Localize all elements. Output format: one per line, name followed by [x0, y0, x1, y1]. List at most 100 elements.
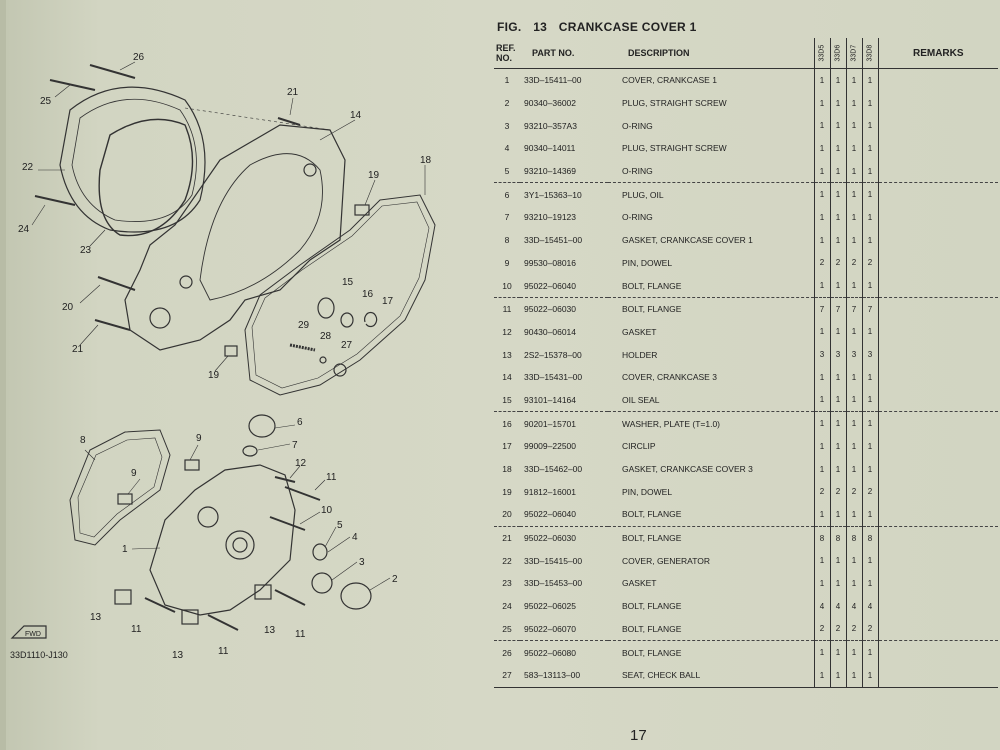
remarks-cell [877, 159, 998, 184]
part-no-cell: 33D–15453–00 [524, 578, 583, 589]
dowel-19-bottom [224, 345, 238, 357]
callout: 9 [131, 468, 137, 479]
ref-no-cell: 19 [502, 486, 512, 497]
ref-no-cell: 11 [502, 304, 512, 315]
remarks-cell [877, 526, 998, 550]
description-cell: BOLT, FLANGE [622, 304, 682, 315]
part-no-cell: 95022–06040 [520, 274, 608, 298]
ref-no-cell: 10 [494, 274, 520, 298]
bolt-11-far [274, 589, 306, 606]
cover-1-seal-port [197, 506, 219, 528]
col-model: 33D8 [862, 38, 878, 69]
callout: 19 [208, 370, 220, 381]
qty-cell: 1 [861, 457, 878, 481]
qty-cell: 1 [829, 114, 846, 138]
part-no-cell: 91812–16001 [524, 486, 577, 497]
part-no-cell: 93210–14369 [520, 159, 608, 184]
qty-cell: 4 [845, 594, 862, 618]
seat-27 [333, 363, 347, 377]
callout: 9 [196, 433, 202, 444]
crankcase-cover-1-shape [149, 464, 296, 616]
qty-cell: 1 [845, 68, 862, 92]
description-cell: COVER, CRANKCASE 3 [622, 372, 717, 383]
bolt-11-left [144, 597, 176, 613]
qty-cell: 1 [813, 411, 830, 435]
cover-3-port [149, 307, 171, 329]
ref-no-cell: 12 [502, 326, 512, 337]
qty-cell: 1 [845, 159, 862, 184]
part-no-cell: 93101–14164 [520, 388, 608, 413]
qty-cell: 2 [845, 480, 862, 504]
description-cell: PIN, DOWEL [622, 257, 673, 268]
ref-no-cell: 23 [502, 578, 512, 589]
qty-cell: 1 [861, 68, 878, 92]
bolt-25 [49, 79, 96, 91]
remarks-cell [877, 480, 998, 504]
qty-cell: 1 [861, 182, 878, 207]
qty-cell: 1 [813, 228, 830, 252]
qty-cell: 2 [861, 480, 878, 504]
part-no-cell: 33D–15411–00 [524, 75, 582, 86]
qty-cell: 1 [861, 274, 878, 298]
remarks-cell [877, 228, 998, 252]
callout: 18 [420, 155, 432, 166]
part-no-cell: 93210–19123 [524, 212, 577, 223]
dowel-9-top [184, 459, 200, 471]
description-cell: BOLT, FLANGE [622, 647, 682, 658]
ref-no-cell: 3 [504, 120, 510, 131]
callout: 11 [295, 629, 306, 640]
description-cell: GASKET, CRANKCASE COVER 1 [622, 235, 753, 246]
qty-cell: 1 [861, 365, 878, 389]
callout: 7 [292, 440, 298, 451]
part-no-cell: 90340–36002 [524, 98, 577, 109]
gasket-18-inner [251, 201, 430, 389]
part-no-cell: 33D–15462–00 [524, 464, 583, 475]
col-remarks: REMARKS [877, 38, 998, 69]
qty-cell: 1 [829, 137, 846, 160]
gasket-12 [274, 476, 296, 483]
ref-no-cell: 20 [494, 503, 520, 527]
qty-cell: 7 [845, 297, 862, 321]
crankcase-cover-3-shape [124, 124, 346, 351]
qty-cell: 1 [845, 206, 862, 229]
qty-cell: 1 [829, 365, 846, 389]
qty-cell: 4 [861, 594, 878, 618]
holder-13-left [114, 589, 132, 605]
qty-cell: 1 [813, 114, 830, 138]
remarks-cell [877, 388, 998, 413]
qty-cell: 1 [861, 572, 878, 595]
qty-cell: 1 [845, 388, 862, 413]
col-model: 33D7 [846, 38, 862, 69]
qty-cell: 1 [813, 572, 830, 595]
qty-cell: 1 [829, 68, 846, 92]
ref-no-cell: 24 [502, 601, 512, 612]
description-cell: GASKET [622, 326, 657, 337]
qty-cell: 1 [845, 320, 862, 344]
part-no-cell: 90201–15701 [524, 418, 577, 429]
qty-cell: 2 [829, 480, 846, 504]
holder-13-bottom [181, 609, 199, 625]
qty-cell: 1 [845, 182, 862, 207]
qty-cell: 8 [845, 526, 862, 550]
description-cell: O-RING [622, 212, 653, 223]
qty-cell: 8 [829, 526, 846, 550]
callout: 12 [295, 458, 307, 469]
callout: 27 [341, 340, 353, 351]
qty-cell: 1 [813, 503, 830, 527]
qty-cell: 1 [861, 435, 878, 458]
qty-cell: 4 [829, 594, 846, 618]
part-no-cell: 90340–14011 [524, 143, 576, 154]
callout: 2 [392, 574, 398, 585]
ref-no-cell: 15 [494, 388, 520, 413]
spring-29 [289, 343, 316, 352]
